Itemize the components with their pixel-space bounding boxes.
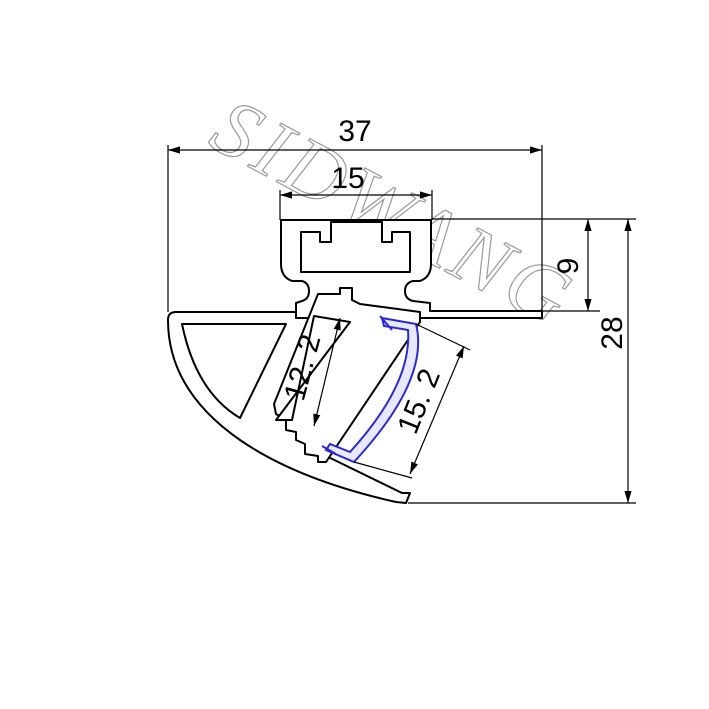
dimension-overall-width: 37 [168,115,542,154]
dimension-overall-height: 28 [596,219,632,503]
dimension-overall-height-label: 28 [596,316,629,349]
dimension-slot-width: 15 [280,162,432,199]
dimension-top-height-label: 9 [552,258,585,275]
dimension-overall-width-label: 37 [338,115,371,148]
dimension-top-height: 9 [552,219,592,311]
dimension-slot-width-label: 15 [331,162,364,195]
